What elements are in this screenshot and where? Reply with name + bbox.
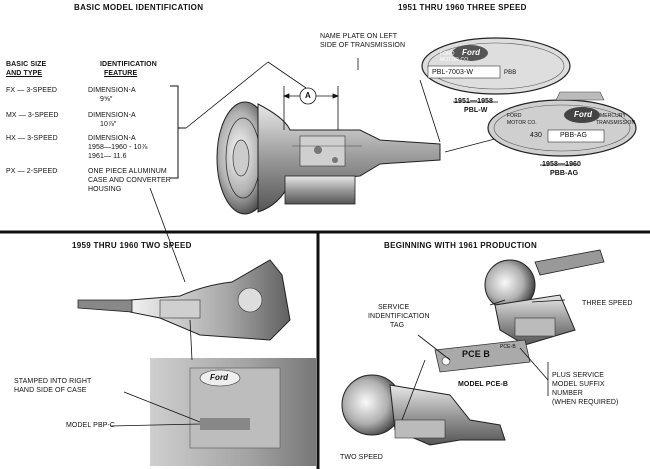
three-speed-label: THREE SPEED (582, 300, 633, 307)
nameplate-1958-1960 (487, 91, 637, 157)
tag-small: PCE-B (500, 344, 516, 350)
row-px-feature-3: HOUSING (88, 186, 122, 193)
nameplate-1951-1958 (421, 37, 571, 95)
service-note-line1: SERVICE (378, 304, 410, 311)
two-speed-label: TWO SPEED (340, 454, 383, 461)
heading-beginning-1961: BEGINNING WITH 1961 PRODUCTION (384, 241, 538, 250)
table-bracket (170, 85, 186, 179)
suffix-note-line1: PLUS SERVICE (552, 372, 605, 379)
row-px-feature-1: ONE PIECE ALUMINUM (88, 168, 167, 175)
row-fx-type: FX — 3-SPEED (6, 87, 57, 94)
suffix-note-line3: NUMBER (552, 390, 583, 397)
plate1-text3: PBB (504, 70, 517, 76)
row-fx-feature-2: 9⅝″ (100, 96, 113, 103)
plate2-code: PBB-AG (560, 132, 588, 139)
three-speed-1961-transmission-drawing (484, 249, 605, 346)
heading-1951-1960-three-speed: 1951 THRU 1960 THREE SPEED (398, 3, 527, 12)
row-mx-feature-2: 10⅞″ (100, 121, 117, 128)
row-fx-feature-1: DIMENSION-A (88, 87, 136, 94)
plate1-text2: MOTOR CO. (440, 57, 470, 63)
service-identification-tag (434, 339, 531, 373)
plate2-ford-logo: Ford (574, 110, 593, 119)
row-hx-feature-1: DIMENSION-A (88, 135, 136, 142)
col2-header-line1: IDENTIFICATION (100, 61, 157, 68)
suffix-note-line4: (WHEN REQUIRED) (552, 399, 619, 406)
plate2-model: PBB-AG (550, 170, 579, 177)
stamp-note-line1: STAMPED INTO RIGHT (14, 378, 92, 385)
col1-header-line1: BASIC SIZE (6, 61, 47, 68)
heading-basic-model-identification: BASIC MODEL IDENTIFICATION (74, 3, 204, 12)
row-mx-type: MX — 3-SPEED (6, 112, 59, 119)
model-pce-b: MODEL PCE-B (458, 381, 508, 388)
stamp-inset-photo (150, 358, 316, 466)
tag-code: PCE B (462, 349, 491, 359)
row-hx-feature-3: 1961— 11.6 (88, 153, 127, 160)
plate2-text2: MOTOR CO. (507, 120, 537, 126)
col2-header-line2: FEATURE (104, 70, 138, 77)
row-px-feature-2: CASE AND CONVERTER (88, 177, 171, 184)
plate2-num: 430 (530, 132, 542, 139)
dimension-a-marker (282, 86, 340, 130)
col1-header-line2: AND TYPE (6, 70, 43, 77)
service-note-line2: INDENTIFICATION (368, 313, 430, 320)
plate1-text1: FORD (440, 51, 455, 57)
model-pbp-c: MODEL PBP-C (66, 422, 116, 429)
plate1-code: PBL-7003-W (432, 69, 474, 76)
stamp-ford-logo: Ford (210, 373, 229, 382)
plate1-years: 1951—1958 (454, 98, 494, 105)
plate2-text1: FORD (507, 113, 522, 119)
suffix-note-line2: MODEL SUFFIX (552, 381, 605, 388)
nameplate-note-line1: NAME PLATE ON LEFT (320, 33, 398, 40)
bottom-right-leader-lines (401, 299, 566, 421)
service-note-line3: TAG (390, 322, 405, 329)
two-speed-1959-transmission-drawing (77, 259, 291, 341)
nameplate-note-line2: SIDE OF TRANSMISSION (320, 42, 406, 49)
plate2-years: 1958—1960 (542, 161, 582, 168)
row-hx-feature-2: 1958—1960 - 10⅞ (88, 144, 148, 151)
row-hx-type: HX — 3-SPEED (6, 135, 58, 142)
row-px-type: PX — 2-SPEED (6, 168, 58, 175)
plate2-text4: MERCURY (600, 113, 626, 119)
three-speed-transmission-drawing (216, 101, 441, 215)
row-mx-feature-1: DIMENSION-A (88, 112, 136, 119)
plate1-ford-logo: Ford (462, 48, 481, 57)
plate1-model: PBL-W (464, 107, 488, 114)
stamp-note-line2: HAND SIDE OF CASE (14, 387, 87, 394)
plate2-text3: TRANSMISSION (596, 120, 636, 126)
two-speed-1961-transmission-drawing (341, 374, 506, 446)
dimension-a-label: A (305, 91, 311, 100)
heading-1959-1960-two-speed: 1959 THRU 1960 TWO SPEED (72, 241, 192, 250)
